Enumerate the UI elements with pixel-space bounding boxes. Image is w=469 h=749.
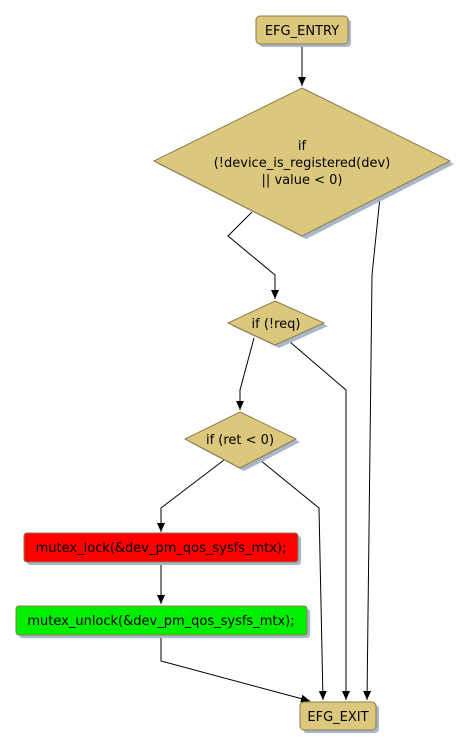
decision-req-label: if (!req) <box>252 317 301 332</box>
edges <box>157 46 381 703</box>
lock-node: mutex_lock(&dev_pm_qos_sysfs_mtx); <box>23 532 301 565</box>
entry-node-label: EFG_ENTRY <box>265 24 339 39</box>
decision-registered-line-1: if <box>298 139 307 154</box>
entry-node-box <box>255 15 349 45</box>
decision-registered-diamond <box>152 87 452 237</box>
exit-node-box <box>299 701 377 731</box>
edge-cond-ret-to-exit <box>259 459 327 701</box>
decision-ret-node: if (ret < 0) <box>183 411 300 471</box>
decision-registered-node: if (!device_is_registered(dev) || value … <box>152 87 454 239</box>
decision-ret-label: if (ret < 0) <box>206 433 274 448</box>
decision-ret-diamond <box>183 411 298 469</box>
lock-node-label: mutex_lock(&dev_pm_qos_sysfs_mtx); <box>36 541 287 556</box>
decision-req-node: if (!req) <box>226 300 328 348</box>
exit-node: EFG_EXIT <box>299 701 379 733</box>
edge-cond-req-to-cond-ret <box>236 337 255 410</box>
unlock-node-label: mutex_unlock(&dev_pm_qos_sysfs_mtx); <box>27 614 294 629</box>
unlock-node-box <box>15 605 308 636</box>
lock-node-box <box>23 532 299 563</box>
unlock-node: mutex_unlock(&dev_pm_qos_sysfs_mtx); <box>15 605 310 638</box>
edge-cond-req-to-exit <box>289 341 350 700</box>
edge-cond-registered-to-cond-req <box>227 211 279 299</box>
decision-registered-line-2: (!device_is_registered(dev) <box>214 156 391 171</box>
edge-unlock-to-exit <box>160 636 311 703</box>
decision-registered-line-3: || value < 0) <box>262 173 343 188</box>
edge-cond-registered-to-exit <box>363 196 381 701</box>
entry-node: EFG_ENTRY <box>255 15 351 47</box>
exit-node-label: EFG_EXIT <box>307 710 368 725</box>
decision-req-diamond <box>226 300 326 346</box>
edge-cond-ret-to-lock <box>157 459 225 532</box>
